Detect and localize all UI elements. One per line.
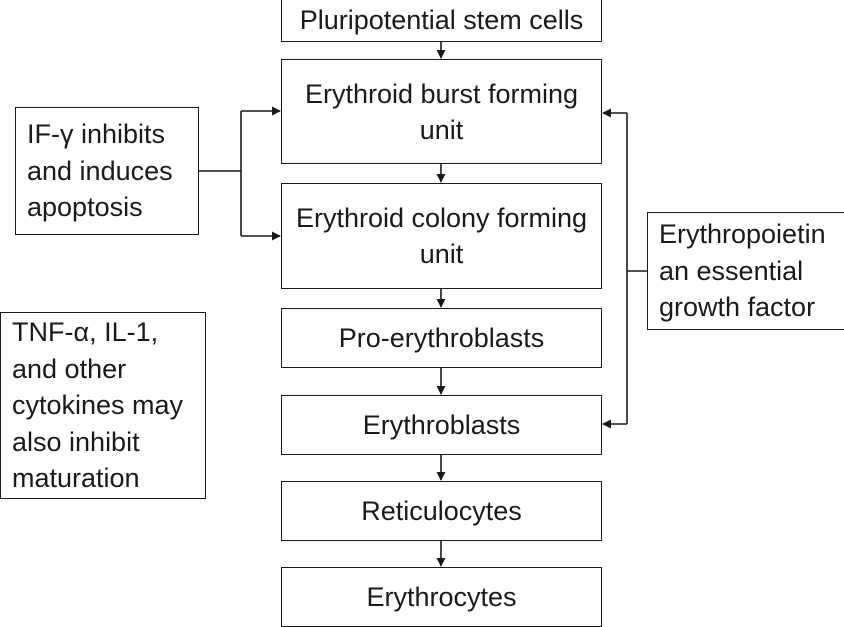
pro-erythroblasts-label: Pro-erythroblasts	[338, 323, 545, 353]
tnf-alpha-note-line: cytokines may	[12, 390, 184, 421]
bfu-e-label-line2: unit	[419, 114, 464, 145]
reticulocytes-box: Reticulocytes	[281, 481, 602, 541]
if-gamma-note-box: IF-γ inhibits and induces apoptosis	[15, 107, 199, 235]
cfu-e-box: Erythroid colony forming unit	[281, 183, 602, 289]
stem-cells-box: Pluripotential stem cells	[281, 0, 602, 42]
cfu-e-label-line1: Erythroid colony forming	[295, 203, 588, 233]
if-gamma-note-line: apoptosis	[27, 192, 143, 223]
erythropoietin-note-line: an essential	[659, 255, 804, 286]
bfu-e-label-line1: Erythroid burst forming	[304, 78, 579, 109]
if-gamma-note-line: IF-γ inhibits	[27, 119, 166, 150]
erythroblasts-label: Erythroblasts	[362, 410, 521, 440]
erythrocytes-label: Erythrocytes	[366, 582, 517, 612]
tnf-alpha-note-line: and other	[12, 353, 127, 384]
stem-cells-label: Pluripotential stem cells	[299, 5, 584, 35]
erythropoietin-note-line: growth factor	[659, 292, 816, 323]
erythropoietin-note-line: Erythropoietin	[659, 219, 826, 250]
pro-erythroblasts-box: Pro-erythroblasts	[281, 308, 602, 368]
tnf-alpha-note-line: TNF-α, IL-1,	[12, 317, 159, 348]
erythroblasts-box: Erythroblasts	[281, 395, 602, 455]
bfu-e-box: Erythroid burst forming unit	[281, 59, 602, 164]
erythrocytes-box: Erythrocytes	[281, 567, 602, 627]
tnf-alpha-note-line: also inhibit	[12, 426, 140, 457]
erythropoietin-note-box: Erythropoietin an essential growth facto…	[647, 212, 844, 330]
tnf-alpha-note-box: TNF-α, IL-1, and other cytokines may als…	[0, 312, 206, 499]
tnf-alpha-note-line: maturation	[12, 463, 140, 494]
if-gamma-note-line: and induces	[27, 155, 173, 186]
cfu-e-label-line2: unit	[419, 239, 464, 269]
reticulocytes-label: Reticulocytes	[361, 496, 522, 526]
